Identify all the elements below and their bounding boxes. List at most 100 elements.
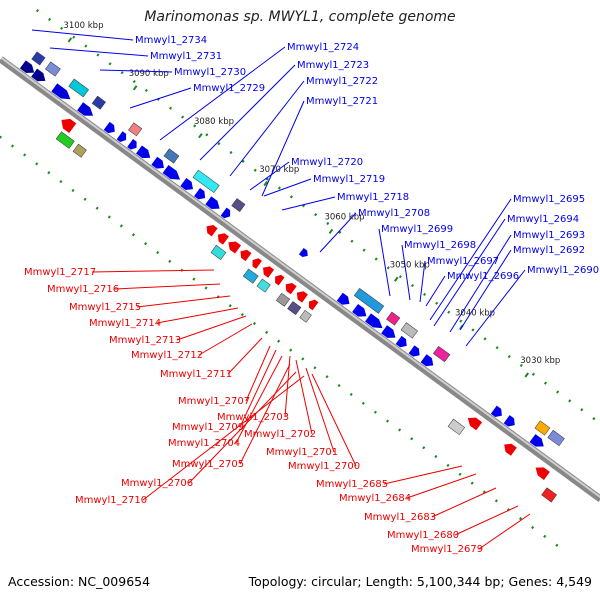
backbone-band: [0, 56, 600, 503]
reverse-gene-glyph-shape: [252, 258, 262, 269]
reverse-gene-box: [210, 244, 227, 260]
tick-mark: [198, 133, 203, 139]
forward-gene-glyph: [136, 145, 151, 159]
forward-gene-box: [534, 420, 551, 436]
tick-mark: [393, 276, 399, 282]
forward-gene-glyph-shape: [352, 303, 367, 317]
reverse-gene-box-shape: [287, 301, 302, 315]
forward-gene-label-leader: [99, 69, 173, 73]
forward-gene-box-shape: [353, 287, 385, 314]
reverse-gene-glyph: [296, 291, 308, 303]
reverse-gene-label-leader: [478, 513, 531, 550]
forward-gene-glyph-shape: [298, 247, 308, 257]
reverse-gene-glyph: [263, 266, 275, 278]
forward-gene-glyph: [352, 303, 367, 317]
forward-gene-box-shape: [547, 429, 565, 447]
forward-gene-box: [547, 429, 565, 447]
forward-gene-label: Mmwyl1_2694: [507, 214, 579, 225]
forward-gene-box-shape: [534, 420, 551, 436]
tick-mark: [67, 37, 73, 43]
reverse-gene-box-shape: [275, 292, 291, 307]
genome-summary-text: Topology: circular; Length: 5,100,344 bp…: [248, 574, 592, 589]
reverse-gene-glyph-shape: [285, 282, 297, 295]
map-title: Marinomonas sp. MWYL1, complete genome: [144, 9, 456, 25]
reverse-gene-box-shape: [242, 268, 259, 284]
forward-gene-label-leader: [449, 234, 512, 333]
reverse-gene-glyph-shape: [275, 274, 285, 286]
forward-gene-label: Mmwyl1_2721: [306, 96, 378, 107]
reverse-gene-label-leader: [114, 283, 221, 290]
forward-gene-box: [386, 311, 401, 326]
reverse-gene-label: Mmwyl1_2717: [24, 267, 96, 278]
reverse-gene-box: [256, 278, 271, 293]
forward-gene-box: [45, 61, 61, 77]
forward-gene-box: [128, 122, 143, 137]
forward-gene-glyph-shape: [51, 83, 71, 100]
reverse-gene-box: [242, 268, 259, 284]
reverse-gene-glyph: [240, 249, 252, 262]
tick-label: 3050 kbp: [390, 261, 430, 271]
forward-gene-glyph-shape: [116, 131, 127, 142]
forward-gene-glyph-shape: [31, 68, 46, 82]
reverse-gene-label-leader: [311, 373, 357, 467]
tick-mark: [524, 372, 530, 378]
reverse-gene-glyph-shape: [467, 417, 483, 431]
forward-gene-box-shape: [31, 51, 46, 66]
tick-label: 3080 kbp: [194, 117, 234, 127]
reverse-gene-label-leader: [454, 505, 519, 536]
reverse-gene-label-leader: [431, 487, 497, 518]
forward-gene-glyph: [381, 325, 396, 338]
forward-gene-box-shape: [68, 78, 89, 98]
tick-label: 3030 kbp: [520, 356, 560, 366]
forward-gene-box-shape: [128, 122, 143, 137]
reverse-gene-glyph-shape: [206, 225, 218, 237]
forward-gene-box: [353, 287, 385, 314]
reverse-gene-label-leader: [245, 345, 271, 402]
forward-gene-label: Mmwyl1_2719: [313, 174, 385, 185]
reverse-gene-label-leader: [142, 375, 305, 501]
forward-gene-label-leader: [159, 46, 286, 141]
forward-gene-box-shape: [386, 311, 401, 326]
forward-gene-glyph: [162, 164, 181, 180]
reverse-gene-box-shape: [299, 309, 312, 323]
forward-gene-label-leader: [433, 218, 506, 327]
reverse-gene-label-leader: [383, 465, 463, 485]
forward-gene-label-leader: [319, 212, 357, 253]
forward-gene-label: Mmwyl1_2698: [404, 240, 476, 251]
forward-gene-glyph: [103, 121, 115, 134]
forward-gene-label-leader: [459, 249, 512, 331]
forward-gene-box-shape: [400, 322, 418, 339]
forward-gene-label: Mmwyl1_2696: [447, 271, 519, 282]
reverse-gene-label-leader: [156, 307, 239, 324]
reverse-gene-box: [299, 309, 312, 323]
forward-gene-box: [68, 78, 89, 98]
reverse-gene-label: Mmwyl1_2680: [387, 530, 459, 541]
forward-gene-label: Mmwyl1_2718: [337, 192, 409, 203]
forward-gene-label-leader: [425, 275, 446, 307]
tick-label: 3070 kbp: [259, 165, 299, 175]
forward-gene-box-shape: [192, 169, 220, 194]
forward-gene-glyph: [408, 345, 420, 357]
forward-gene-label: Mmwyl1_2722: [306, 76, 378, 87]
forward-gene-glyph-shape: [162, 164, 181, 180]
reverse-gene-glyph-shape: [228, 241, 242, 254]
forward-gene-glyph: [77, 102, 94, 116]
forward-gene-glyph-shape: [503, 415, 515, 427]
reverse-gene-label: Mmwyl1_2715: [69, 302, 141, 313]
forward-gene-glyph-shape: [103, 121, 115, 134]
forward-gene-glyph-shape: [395, 335, 407, 348]
reverse-gene-label-leader: [239, 363, 291, 465]
forward-gene-glyph: [116, 131, 127, 142]
reverse-gene-box-shape: [447, 418, 466, 436]
forward-gene-box: [432, 345, 451, 363]
reverse-gene-label: Mmwyl1_2710: [75, 495, 147, 506]
reverse-gene-label: Mmwyl1_2679: [411, 544, 483, 555]
reverse-gene-box-shape: [256, 278, 271, 293]
reverse-gene-label-leader: [295, 359, 313, 435]
forward-gene-label-leader: [31, 29, 134, 41]
reverse-gene-glyph: [252, 258, 262, 269]
reverse-gene-box-shape: [210, 244, 227, 260]
forward-gene-label-leader: [229, 80, 305, 177]
forward-gene-glyph-shape: [19, 60, 35, 73]
